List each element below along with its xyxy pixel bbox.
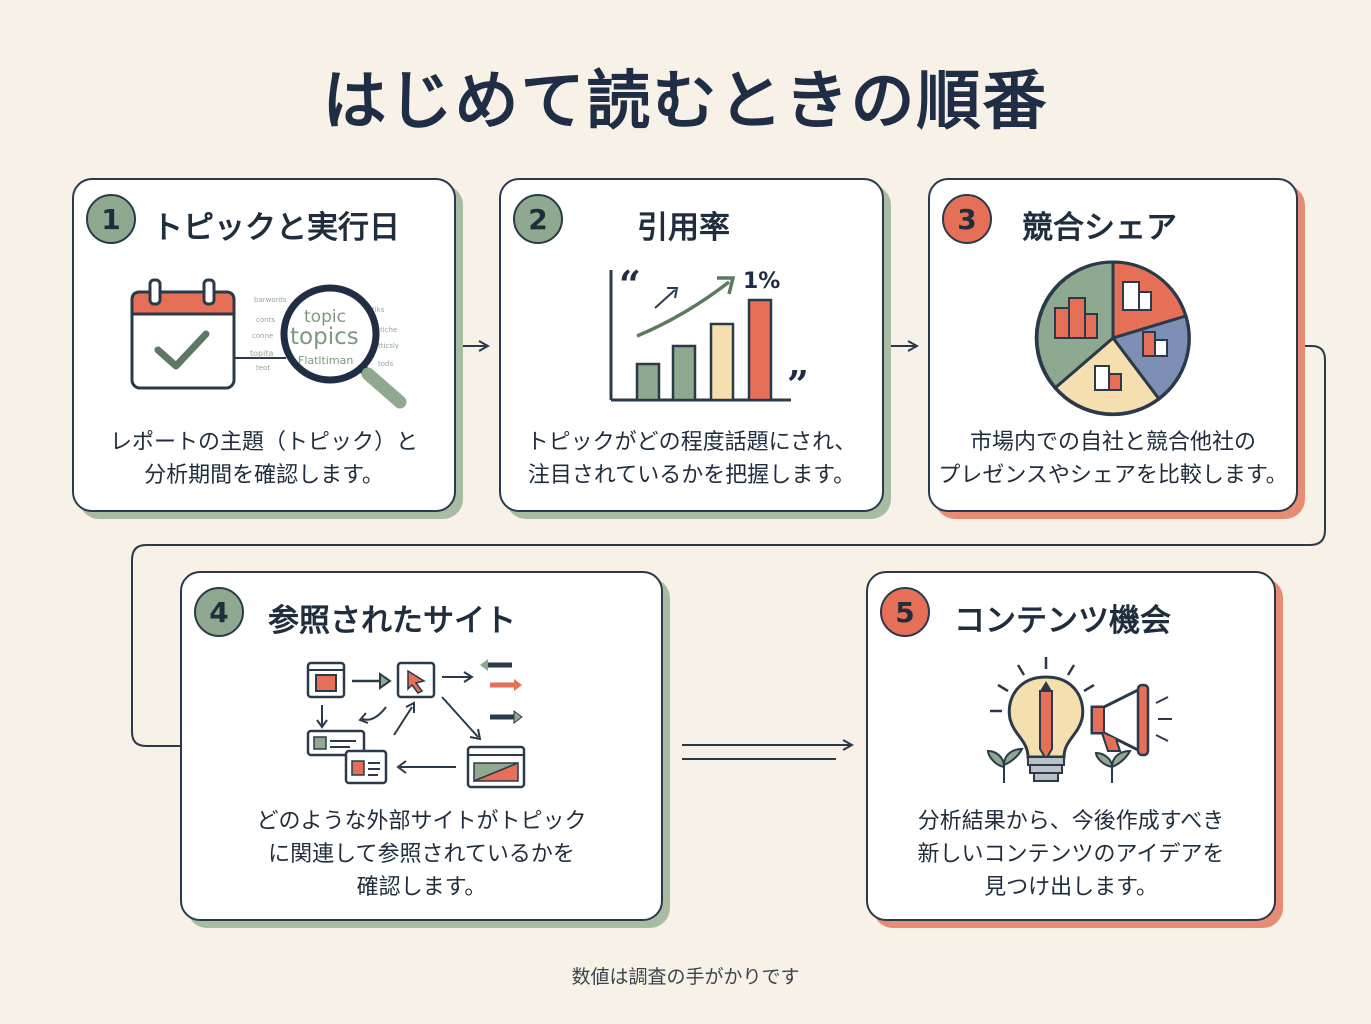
referenced-sites-network-icon — [306, 659, 526, 789]
step-desc-2-line-2: 注目されているかを把握します。 — [527, 463, 856, 488]
icon-word-topic: topic — [304, 307, 346, 327]
step-desc-4-line-3: 確認します。 — [356, 875, 487, 900]
step-badge-1: 1 — [86, 194, 136, 244]
step-title-3: 競合シェア — [1022, 210, 1177, 246]
step-badge-4: 4 — [194, 587, 244, 637]
icon-word-small: Flatltiman — [298, 354, 353, 367]
step-desc-1-line-1: レポートの主題（トピック）と — [109, 430, 418, 455]
step-badge-2: 2 — [513, 194, 563, 244]
step-badge-5: 5 — [880, 587, 930, 637]
svg-text:conts: conts — [256, 316, 275, 324]
step-card-5: 5 コンテンツ機会 分析結果から、今後作成すべき 新しいコンテンツのアイデアを … — [866, 571, 1276, 921]
step-card-1: 1 トピックと実行日 barwords conts conne topita t… — [72, 178, 456, 512]
step-desc-5: 分析結果から、今後作成すべき 新しいコンテンツのアイデアを 見つけ出します。 — [868, 805, 1274, 904]
svg-text:tiks: tiks — [372, 306, 385, 314]
page-title: はじめて読むときの順番 — [322, 65, 1049, 139]
step-desc-3-line-2: プレゼンスやシェアを比較します。 — [938, 463, 1288, 488]
svg-text:tticsly: tticsly — [378, 342, 399, 350]
citation-rate-label: 1% — [743, 269, 780, 294]
footer-note: 数値は調査の手がかりです — [571, 966, 800, 988]
step-desc-3: 市場内での自社と競合他社の プレゼンスやシェアを比較します。 — [930, 426, 1296, 492]
step-card-4: 4 参照されたサイト — [180, 571, 663, 921]
step-card-2: 2 引用率 “ 1% ” トピックがどの程度話題にされ、 注目されているかを把握… — [499, 178, 884, 512]
step-desc-5-line-3: 見つけ出します。 — [984, 875, 1158, 900]
step-desc-5-line-1: 分析結果から、今後作成すべき — [917, 809, 1225, 834]
icon-word-topics: topics — [290, 324, 359, 350]
step-title-4: 参照されたサイト — [268, 603, 516, 639]
arrow-3-to-4 — [131, 345, 1326, 747]
calendar-search-icon: barwords conts conne topita teot tiks ti… — [130, 278, 407, 409]
step-title-2: 引用率 — [637, 210, 730, 246]
svg-text:conne: conne — [252, 332, 273, 340]
step-desc-4-line-1: どのような外部サイトがトピック — [256, 809, 587, 834]
svg-text:“: “ — [619, 264, 641, 307]
svg-text:teot: teot — [256, 364, 270, 372]
step-desc-3-line-1: 市場内での自社と競合他社の — [969, 430, 1256, 455]
market-share-pie-icon — [1034, 260, 1191, 417]
step-desc-4-line-2: に関連して参照されているかを — [268, 842, 575, 867]
step-desc-1-line-2: 分析期間を確認します。 — [144, 463, 384, 488]
svg-text:barwords: barwords — [254, 296, 287, 304]
step-title-5: コンテンツ機会 — [954, 603, 1171, 639]
step-desc-2-line-1: トピックがどの程度話題にされ、 — [526, 430, 857, 455]
svg-text:topita: topita — [250, 349, 273, 358]
step-desc-1: レポートの主題（トピック）と 分析期間を確認します。 — [74, 426, 454, 492]
step-badge-3: 3 — [942, 194, 992, 244]
svg-text:tiche: tiche — [380, 326, 397, 334]
svg-text:tods: tods — [378, 360, 393, 368]
citation-growth-chart-icon: “ 1% ” — [609, 264, 809, 404]
lightbulb-megaphone-icon — [986, 657, 1172, 783]
step-desc-4: どのような外部サイトがトピック に関連して参照されているかを 確認します。 — [182, 805, 661, 904]
step-desc-5-line-2: 新しいコンテンツのアイデアを — [917, 842, 1225, 867]
step-desc-2: トピックがどの程度話題にされ、 注目されているかを把握します。 — [501, 426, 882, 492]
step-title-1: トピックと実行日 — [152, 210, 400, 246]
svg-text:”: ” — [787, 362, 809, 404]
step-card-3: 3 競合シェア 市場内での自社と競合他社の プレゼンスやシェアを比較します。 — [928, 178, 1298, 512]
